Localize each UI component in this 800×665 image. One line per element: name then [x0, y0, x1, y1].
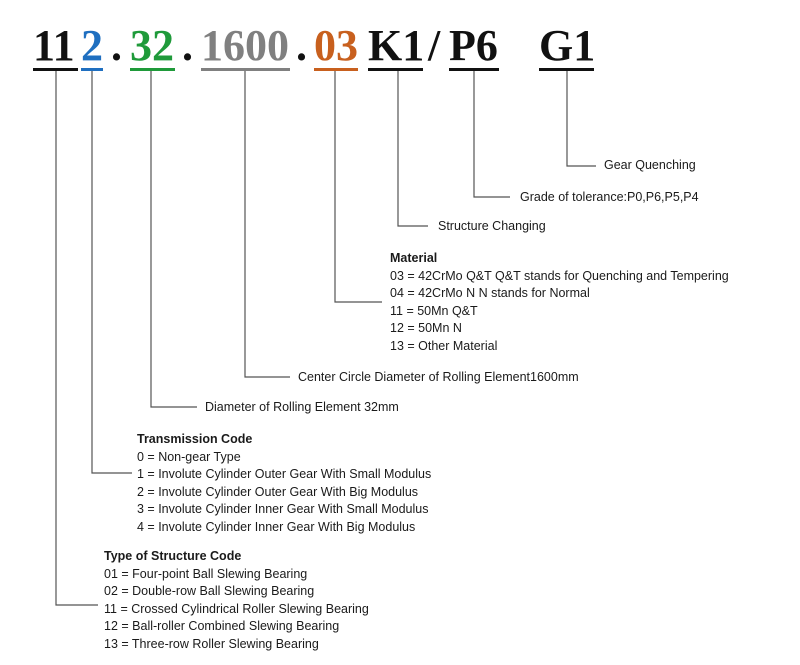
label-tolerance: Grade of tolerance:P0,P6,P5,P4	[520, 190, 699, 204]
connector-transmission	[91, 70, 132, 474]
structure-type-item: 01 = Four-point Ball Slewing Bearing	[104, 566, 308, 581]
code-material: 03	[314, 21, 358, 70]
label-gear-quenching: Gear Quenching	[604, 158, 696, 172]
transmission-item: 2 = Involute Cylinder Outer Gear With Bi…	[137, 484, 419, 499]
material-item: 03 = 42CrMo Q&T Q&T stands for Quenching…	[390, 268, 729, 283]
material-item: 04 = 42CrMo N N stands for Normal	[390, 286, 590, 301]
label-rolling-diameter: Diameter of Rolling Element 32mm	[205, 400, 399, 414]
transmission-item: 1 = Involute Cylinder Outer Gear With Sm…	[137, 467, 432, 482]
underline-tolerance	[449, 68, 499, 71]
code-dot-2: .	[182, 21, 193, 70]
structure-type-item: 12 = Ball-roller Combined Slewing Bearin…	[104, 619, 340, 634]
transmission-block: Transmission Code 0 = Non-gear Type 1 = …	[137, 431, 431, 537]
code-center-diameter: 1600	[201, 21, 289, 70]
material-item: 11 = 50Mn Q&T	[390, 303, 478, 318]
connector-center-diameter	[244, 70, 290, 378]
code-structure-changing: K1	[368, 21, 425, 70]
code-transmission: 2	[81, 21, 103, 70]
structure-type-item: 13 = Three-row Roller Slewing Bearing	[104, 636, 319, 651]
connector-structure-type	[55, 70, 98, 606]
transmission-title: Transmission Code	[137, 432, 253, 446]
connector-gear-quenching	[566, 70, 596, 167]
transmission-item: 3 = Involute Cylinder Inner Gear With Sm…	[137, 502, 429, 517]
structure-type-item: 02 = Double-row Ball Slewing Bearing	[104, 584, 315, 599]
code-type: 11	[33, 21, 75, 70]
underline-transmission	[81, 68, 103, 71]
transmission-item: 4 = Involute Cylinder Inner Gear With Bi…	[137, 519, 416, 534]
material-item: 12 = 50Mn N	[390, 321, 462, 336]
label-center-diameter: Center Circle Diameter of Rolling Elemen…	[298, 370, 579, 384]
underline-structure-changing	[368, 68, 423, 71]
code-rolling-diameter: 32	[130, 21, 174, 70]
transmission-item: 0 = Non-gear Type	[137, 449, 241, 464]
code-gear-quenching: G1	[539, 21, 596, 70]
connector-rolling-diameter	[150, 70, 197, 408]
structure-type-block: Type of Structure Code 01 = Four-point B…	[104, 548, 369, 654]
material-title: Material	[390, 251, 438, 265]
underline-type	[33, 68, 78, 71]
underline-rolling-diameter	[130, 68, 175, 71]
connector-tolerance	[473, 70, 510, 198]
structure-type-item: 11 = Crossed Cylindrical Roller Slewing …	[104, 601, 369, 616]
code-dot-1: .	[111, 21, 122, 70]
code-slash: /	[428, 21, 441, 70]
underline-material	[314, 68, 358, 71]
connector-material	[334, 70, 382, 303]
code-tolerance: P6	[449, 21, 498, 70]
label-structure-changing: Structure Changing	[438, 219, 546, 233]
connector-structure-changing	[397, 70, 428, 227]
material-item: 13 = Other Material	[390, 338, 498, 353]
underline-center-diameter	[201, 68, 290, 71]
structure-type-title: Type of Structure Code	[104, 549, 242, 563]
material-block: Material 03 = 42CrMo Q&T Q&T stands for …	[390, 250, 729, 356]
code-dot-3: .	[296, 21, 307, 70]
underline-gear-quenching	[539, 68, 594, 71]
